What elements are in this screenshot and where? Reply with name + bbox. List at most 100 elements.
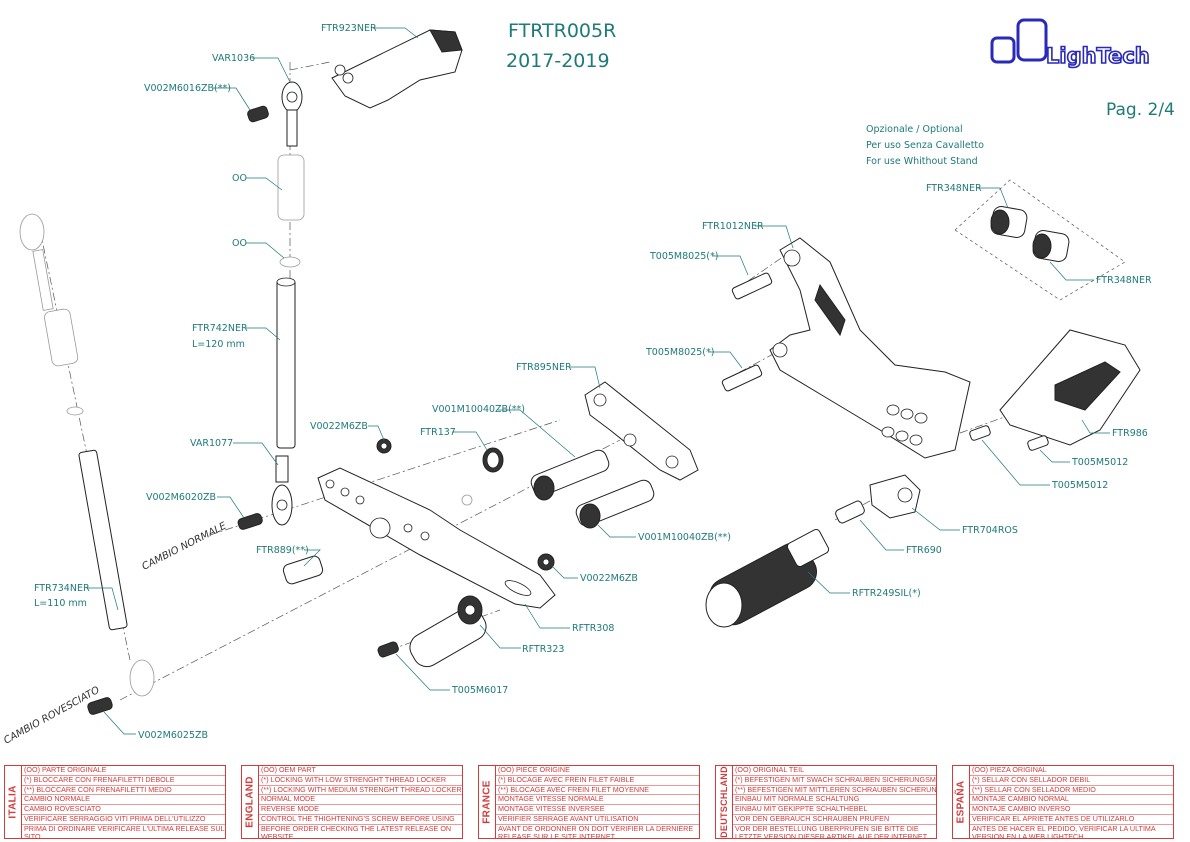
legend-row: MONTAJE CAMBIO NORMAL xyxy=(970,795,1173,806)
legend-row: CAMBIO NORMALE xyxy=(22,795,225,806)
legend-row: MONTAGE VITESSE NORMALE xyxy=(496,795,699,806)
rftr308-lever xyxy=(317,467,556,609)
t005m8025-screw-2 xyxy=(721,364,763,392)
legend-deutschland: DEUTSCHLAND (OO) ORIGINAL TEIL (*) BEFES… xyxy=(715,765,937,842)
legend-row: MONTAJE CAMBIO INVERSO xyxy=(970,805,1173,815)
v002m6016zb-screw xyxy=(247,105,269,123)
v001m10040zb-screw-2 xyxy=(575,479,655,529)
legend-row: NORMAL MODE xyxy=(259,795,462,806)
page-number: Pag. 2/4 xyxy=(1106,100,1175,120)
brand-name: LighTech xyxy=(1046,44,1150,68)
label-ftr742ner: FTR742NER xyxy=(192,323,248,334)
legend-country: ITALIA xyxy=(7,785,19,819)
label-ftr895ner: FTR895NER xyxy=(516,362,572,373)
label-ftr348ner-1: FTR348NER xyxy=(926,183,982,194)
leader-lines xyxy=(87,27,1110,735)
optional-line-3: For use Whithout Stand xyxy=(866,156,978,167)
legend-row: REVERSE MODE xyxy=(259,805,462,815)
legend-row: (OO) ORIGINAL TEIL xyxy=(733,766,936,776)
label-var1077: VAR1077 xyxy=(190,438,233,449)
legend-row: (**) SELLAR CON SELLADOR MEDIO xyxy=(970,786,1173,796)
ftr137-bearing xyxy=(482,447,504,473)
label-oo-1: OO xyxy=(232,173,247,184)
optional-spacers-box xyxy=(954,179,1126,301)
ftr923ner-part xyxy=(331,29,463,109)
label-t005m8025-1: T005M8025(*) xyxy=(649,251,718,262)
label-t005m5012-2: T005M5012 xyxy=(1051,480,1108,491)
label-ftr348ner-2: FTR348NER xyxy=(1096,275,1152,286)
legend-country: ENGLAND xyxy=(244,776,256,828)
legend-row: (**) BLOCCARE CON FRENAFILETTI MEDIO xyxy=(22,786,225,796)
label-oo-2: OO xyxy=(232,238,247,249)
legend-country: ESPAÑA xyxy=(955,780,967,824)
legend-row: (*) BLOCAGE AVEC FREIN FILET FAIBLE xyxy=(496,776,699,786)
legend-row: VERIFICARE SERRAGGIO VITI PRIMA DELL'UTI… xyxy=(22,815,225,825)
label-ftr923ner: FTR923NER xyxy=(321,23,377,34)
legend-row: VOR DER BESTELLUNG ÜBERPRÜFEN SIE BITTE … xyxy=(735,824,927,842)
model-years: 2017-2019 xyxy=(506,50,610,72)
label-ftr734ner-length: L=110 mm xyxy=(34,598,87,609)
label-ftr742ner-length: L=120 mm xyxy=(192,339,245,350)
reverse-mode-label: CAMBIO ROVESCIATO xyxy=(2,685,102,747)
legend-row: VERIFIER SERRAGE AVANT UTILISATION xyxy=(496,815,699,825)
v0022m6zb-nut-1 xyxy=(376,438,392,454)
legend-italia: ITALIA (OO) PARTE ORIGINALE (*) BLOCCARE… xyxy=(4,765,226,841)
label-v0022m6zb-2: V0022M6ZB xyxy=(580,573,638,584)
label-ftr137: FTR137 xyxy=(420,427,456,438)
label-v002m6025zb: V002M6025ZB xyxy=(138,730,208,741)
label-v001m10040zb-1: V001M10040ZB(**) xyxy=(432,404,525,415)
label-v0022m6zb-1: V0022M6ZB xyxy=(310,421,368,432)
legend-row: (*) BEFESTIGEN MIT SWACH SCHRAUBEN SICHE… xyxy=(733,775,936,786)
normal-mode-label: CAMBIO NORMALE xyxy=(140,520,228,572)
legend-row: VOR DEN GEBRAUCH SCHRAUBEN PRÜFEN xyxy=(733,815,936,825)
label-ftr690: FTR690 xyxy=(906,545,942,556)
label-ftr986: FTR986 xyxy=(1112,428,1148,439)
t005m8025-screw-1 xyxy=(731,272,773,300)
ftr742ner-rod xyxy=(276,277,296,449)
legend-row: VERIFICAR EL APRIETE ANTES DE UTILIZARLO xyxy=(970,815,1173,825)
legend-row: (*) BLOCCARE CON FRENAFILETTI DEBOLE xyxy=(22,776,225,786)
legend-row: (OO) PIEZA ORIGINAL xyxy=(970,766,1173,776)
ftr348ner-spacer-1 xyxy=(990,206,1028,238)
ftr704ros-part xyxy=(869,474,921,519)
label-ftr734ner: FTR734NER xyxy=(34,583,90,594)
t005m6017-screw xyxy=(377,641,399,658)
label-ftr1012ner: FTR1012NER xyxy=(702,221,764,232)
legend-row: CAMBIO ROVESCIATO xyxy=(22,805,225,815)
ftr889-bushing xyxy=(282,555,324,585)
legend-row: (**) BEFESTIGEN MIT MITTLEREN SCHRAUBEN … xyxy=(733,785,936,796)
legend-row: MONTAGE VITESSE INVERSEE xyxy=(496,805,699,815)
legend-row: ANTES DE HACER EL PEDIDO, VERIFICAR LA U… xyxy=(972,824,1156,841)
legend-row: EINBAU MIT NORMALE SCHALTUNG xyxy=(733,795,936,806)
lightech-logo: LighTech xyxy=(990,18,1151,69)
legend-row: (*) SELLAR CON SELLADOR DEBIL xyxy=(970,776,1173,786)
label-v002m6020zb: V002M6020ZB xyxy=(146,492,216,503)
legend-row: EINBAU MIT GEKIPPTE SCHALTHEBEL xyxy=(733,805,936,815)
var1036-part xyxy=(281,81,303,147)
oo-nut-part xyxy=(279,256,301,268)
label-v002m6016zb: V002M6016ZB(**) xyxy=(144,83,231,94)
v0022m6zb-nut-2 xyxy=(537,553,555,571)
label-var1036: VAR1036 xyxy=(212,53,255,64)
legend-row: (**) BLOCAGE AVEC FREIN FILET MOYENNE xyxy=(496,786,699,796)
t005m5012-screw-1 xyxy=(969,425,991,441)
model-code: FTRTR005R xyxy=(508,20,616,42)
ftr1012ner-plate xyxy=(769,237,971,459)
t005m5012-screw-2 xyxy=(1027,435,1049,451)
legend-row: CONTROL THE THIGHTENING'S SCREW BEFORE U… xyxy=(259,815,462,825)
legend-row: BEFORE ORDER CHECKING THE LATEST RELEASE… xyxy=(261,824,452,841)
legend-country: DEUTSCHLAND xyxy=(719,766,729,838)
legend-row: PRIMA DI ORDINARE VERIFICARE L'ULTIMA RE… xyxy=(24,824,225,841)
label-ftr889: FTR889(**) xyxy=(256,545,309,556)
v002m6020zb-screw xyxy=(237,513,263,530)
ftr895ner-bracket xyxy=(584,381,699,481)
label-rftr308: RFTR308 xyxy=(572,623,614,634)
optional-line-2: Per uso Senza Cavalletto xyxy=(866,140,984,151)
label-v001m10040zb-2: V001M10040ZB(**) xyxy=(638,532,731,543)
reverse-rod-assembly xyxy=(19,213,155,697)
label-t005m5012-1: T005M5012 xyxy=(1071,457,1128,468)
var1077-part xyxy=(271,455,293,526)
legend-row: (**) LOCKING WITH MEDIUM STRENGHT THREAD… xyxy=(259,785,462,796)
legend-row: (OO) PIECE ORIGINE xyxy=(496,766,699,776)
legend-england: ENGLAND (OO) OEM PART (*) LOCKING WITH L… xyxy=(241,765,463,841)
